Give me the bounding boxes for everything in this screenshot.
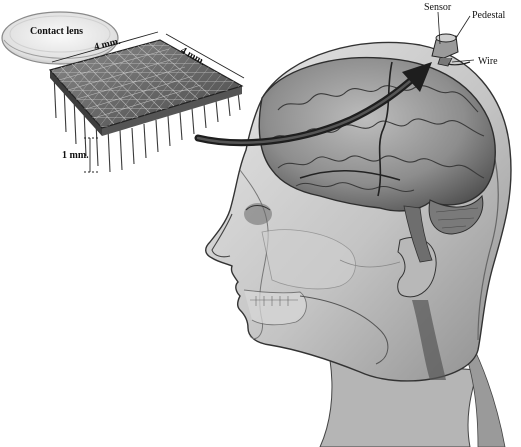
label-sensor: Sensor (424, 2, 452, 13)
label-wire: Wire (478, 56, 498, 67)
label-pedestal: Pedestal (472, 10, 506, 21)
label-contact-lens: Contact lens (30, 26, 83, 37)
label-depth: 1 mm. (62, 150, 89, 161)
